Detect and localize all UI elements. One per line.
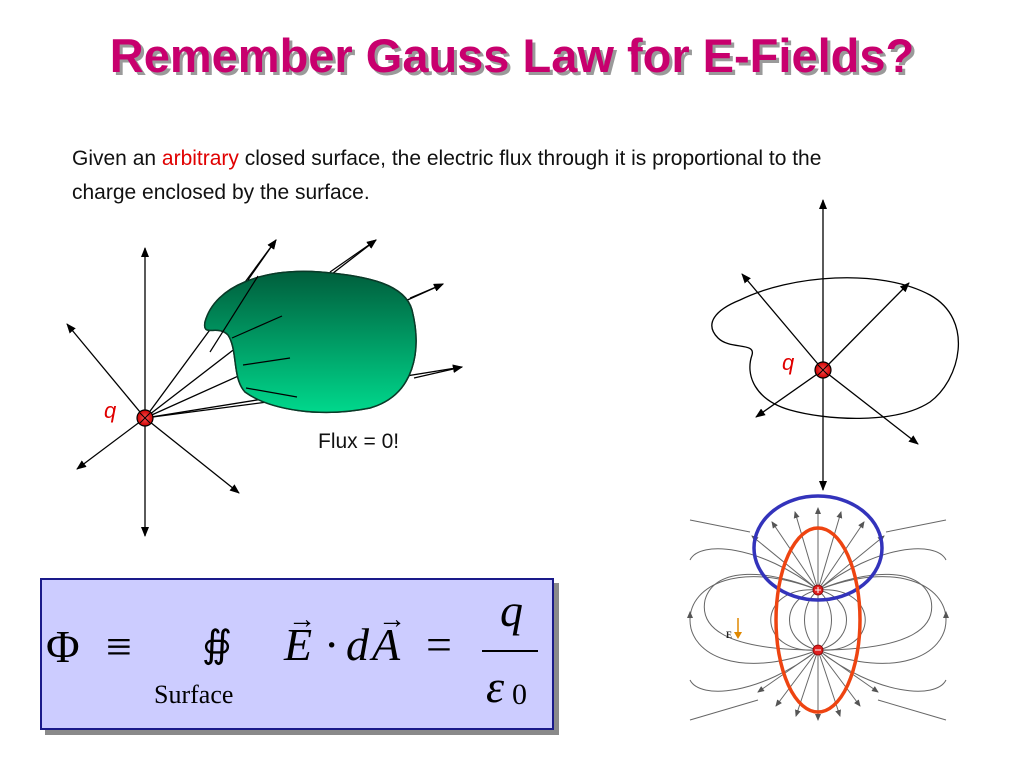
field-lines-inside bbox=[209, 239, 463, 398]
e-field-vector-marker: E bbox=[726, 618, 742, 640]
e-field-label: E bbox=[726, 630, 732, 640]
intro-text: Given an arbitrary closed surface, the e… bbox=[72, 142, 872, 210]
charge-label-left: q bbox=[104, 398, 117, 423]
formula-denominator-subscript: 0 bbox=[512, 678, 527, 711]
dipole-positive-charge bbox=[812, 584, 824, 596]
formula-e-vector: →E bbox=[284, 604, 316, 670]
slide-title: Remember Gauss Law for E-Fields? bbox=[109, 29, 915, 82]
formula-denominator: ε bbox=[486, 661, 505, 712]
right-field-upleft bbox=[741, 273, 824, 371]
formula-d: d bbox=[346, 619, 369, 670]
right-gauss-figure bbox=[711, 199, 960, 491]
formula-surface-integral: ∯ bbox=[202, 624, 232, 666]
right-field-downright bbox=[822, 369, 919, 445]
intro-highlight: arbitrary bbox=[161, 147, 239, 170]
formula-fraction-bar bbox=[482, 650, 538, 652]
formula-numerator: q bbox=[500, 585, 523, 636]
left-gauss-figure bbox=[66, 239, 463, 537]
flux-label: Flux = 0! bbox=[318, 430, 400, 453]
formula-subscript-surface: Surface bbox=[154, 680, 234, 709]
blue-gaussian-surface bbox=[752, 494, 884, 602]
orange-gaussian-surface bbox=[774, 526, 862, 714]
formula-a-vector: →A bbox=[372, 604, 406, 670]
dipole-field-lines bbox=[687, 507, 949, 721]
green-surface-overlay bbox=[203, 270, 417, 414]
right-field-upright bbox=[822, 282, 910, 371]
formula-phi: Φ bbox=[46, 621, 80, 672]
intro-part1: Given an bbox=[72, 147, 162, 170]
intro-part2: closed surface, the electric flux throug… bbox=[72, 147, 822, 204]
gauss-law-formula-box: Φ ≡ ∯ Surface →E · d →A = q ε 0 bbox=[40, 578, 554, 730]
formula-equiv: ≡ bbox=[106, 621, 132, 672]
dipole-negative-charge bbox=[812, 644, 824, 656]
charge-right bbox=[814, 361, 832, 379]
charge-label-right: q bbox=[782, 350, 795, 375]
right-field-downleft bbox=[755, 369, 824, 418]
formula-equals: = bbox=[426, 619, 452, 670]
arbitrary-closed-surface bbox=[711, 277, 960, 420]
field-line-downleft bbox=[76, 417, 146, 470]
field-line-downright bbox=[144, 417, 240, 494]
formula-dot: · bbox=[324, 619, 340, 670]
charge-left bbox=[136, 409, 154, 427]
field-line-upleft bbox=[66, 323, 146, 419]
dipole-field-figure: E bbox=[687, 494, 949, 721]
